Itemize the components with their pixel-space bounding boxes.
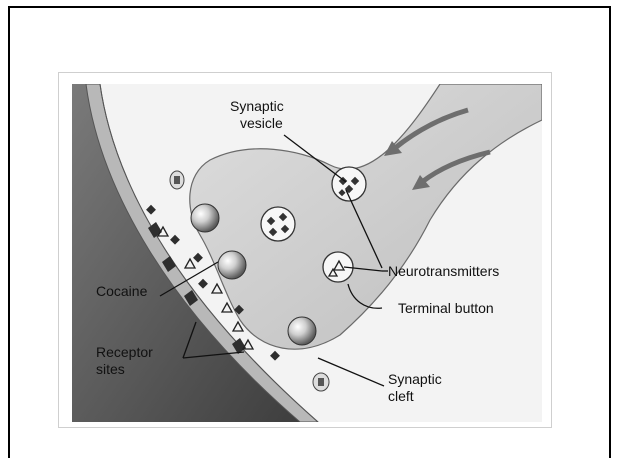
label-synaptic-vesicle: Synaptic	[230, 98, 284, 114]
label-receptor-sites: Receptor	[96, 344, 153, 360]
label-receptor-sites: sites	[96, 361, 125, 377]
label-terminal-button: Terminal button	[398, 300, 494, 316]
label-cocaine: Cocaine	[96, 283, 148, 299]
label-neurotransmitters: Neurotransmitters	[388, 263, 499, 279]
reuptake-transporter	[288, 317, 316, 345]
reuptake-transporter	[218, 251, 246, 279]
label-synaptic-cleft: Synaptic	[388, 371, 442, 387]
label-synaptic-cleft: cleft	[388, 388, 414, 404]
reuptake-transporter	[191, 204, 219, 232]
synaptic-vesicle	[261, 207, 295, 241]
label-synaptic-vesicle: vesicle	[240, 115, 283, 131]
